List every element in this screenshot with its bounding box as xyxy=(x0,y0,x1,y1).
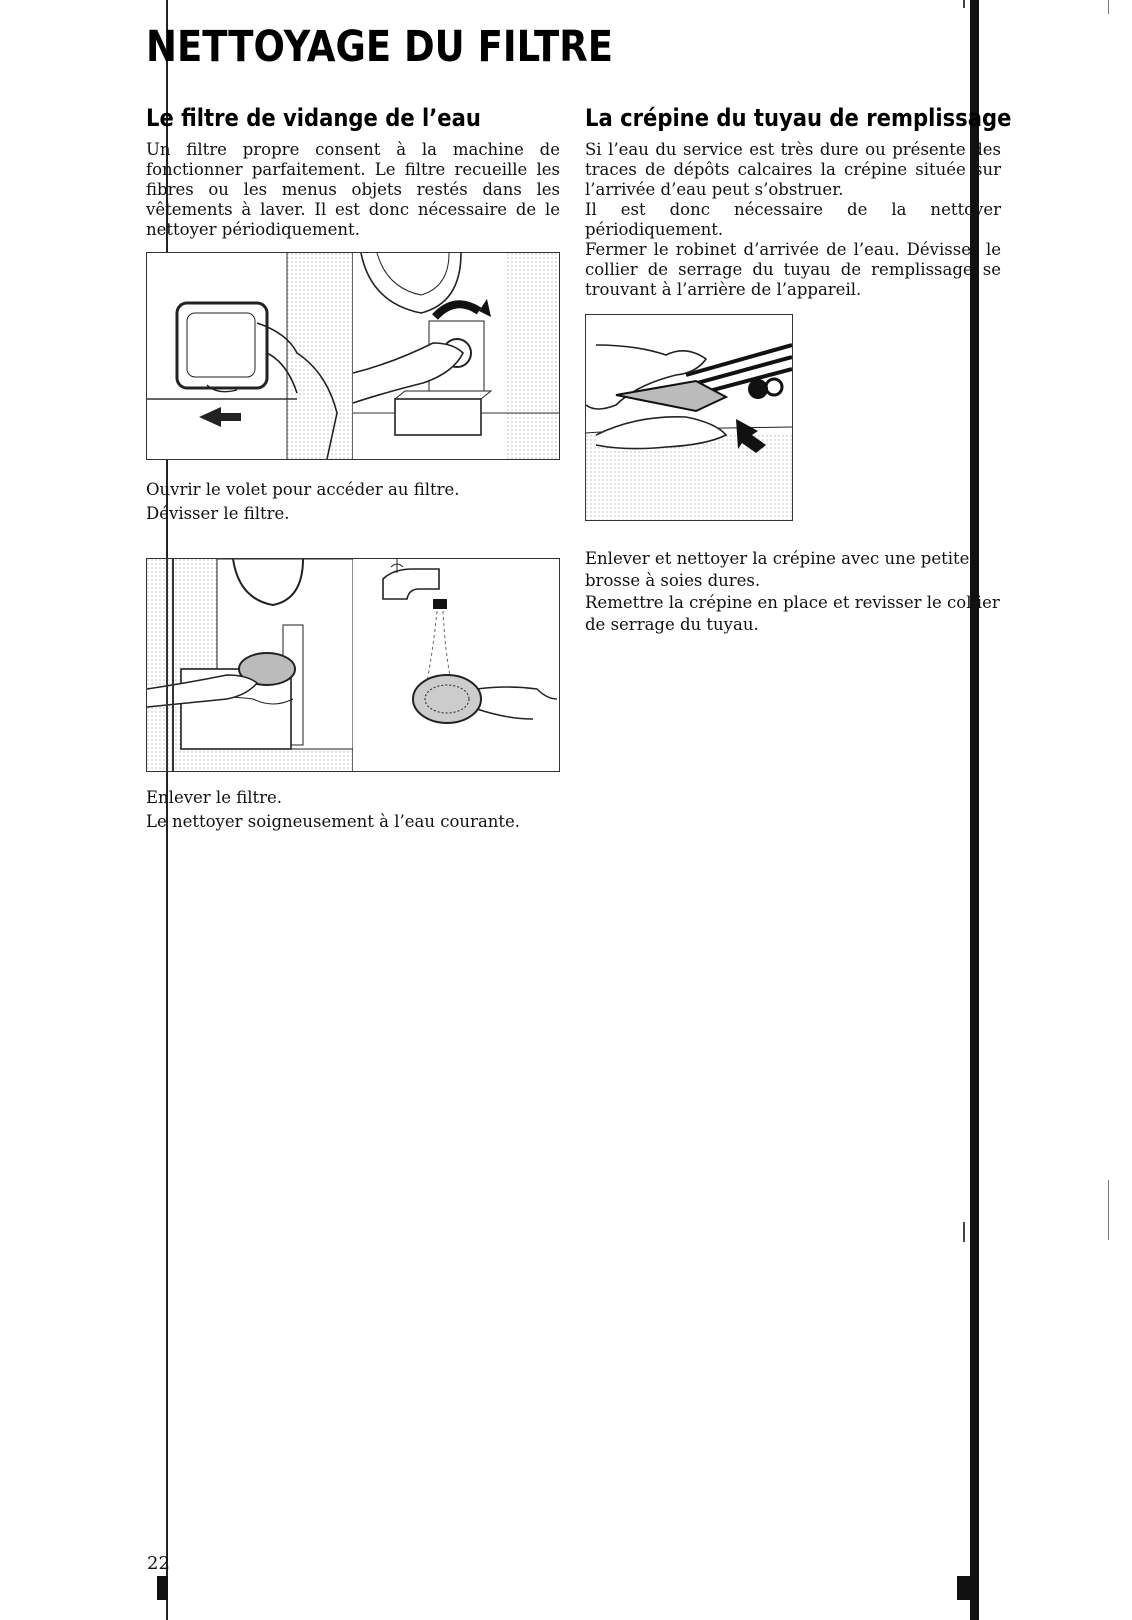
scan-edge-tick xyxy=(1108,0,1109,14)
illustration-open-flap-unscrew xyxy=(147,253,559,459)
caption-clean-strainer: Enlever et nettoyer la crépine avec une … xyxy=(585,548,1001,636)
scan-corner-mark xyxy=(157,1576,168,1600)
section-heading-drain-filter: Le filtre de vidange de l’eau xyxy=(146,104,481,132)
inlet-strainer-text: Si l’eau du service est très dure ou pré… xyxy=(585,140,1001,300)
scan-dot xyxy=(963,1222,965,1242)
caption-rinse-filter: Le nettoyer soigneusement à l’eau couran… xyxy=(146,812,521,831)
caption-open-flap: Ouvrir le volet pour accéder au filtre. xyxy=(146,480,460,499)
caption-open-unscrew: Ouvrir le volet pour accéder au filtre. … xyxy=(146,478,460,526)
figure-hose-clamp-pliers xyxy=(585,314,793,521)
inlet-strainer-para-3: Fermer le robinet d’arrivée de l’eau. Dé… xyxy=(585,240,1001,299)
caption-remove-rinse: Enlever le filtre. Le nettoyer soigneuse… xyxy=(146,786,520,834)
scan-binding-line xyxy=(166,0,168,1620)
figure-remove-rinse-filter xyxy=(146,558,560,772)
scan-dot xyxy=(963,0,965,8)
inlet-strainer-para-2: Il est donc nécessaire de la nettoyer pé… xyxy=(585,200,1001,239)
figure-open-flap-unscrew-filter xyxy=(146,252,560,460)
illustration-remove-rinse xyxy=(147,559,559,771)
page-number: 22 xyxy=(147,1553,170,1574)
drain-filter-intro-text: Un filtre propre consent à la machine de… xyxy=(146,140,560,239)
section-heading-inlet-strainer: La crépine du tuyau de remplissage xyxy=(585,104,1012,132)
inlet-strainer-para-1: Si l’eau du service est très dure ou pré… xyxy=(585,140,1001,199)
scan-edge-bar xyxy=(970,0,979,1620)
drain-filter-intro: Un filtre propre consent à la machine de… xyxy=(146,140,560,240)
caption-refit-strainer: Remettre la crépine en place et revisser… xyxy=(585,593,1000,634)
scan-corner-mark xyxy=(957,1576,977,1600)
illustration-pliers-clamp xyxy=(586,315,792,520)
caption-unscrew-filter: Dévisser le filtre. xyxy=(146,504,290,523)
caption-remove-filter: Enlever le filtre. xyxy=(146,788,283,807)
page-title: NETTOYAGE DU FILTRE xyxy=(146,22,614,72)
scan-edge-tick xyxy=(1108,1180,1109,1240)
caption-clean-strainer-line-1: Enlever et nettoyer la crépine avec une … xyxy=(585,549,970,590)
